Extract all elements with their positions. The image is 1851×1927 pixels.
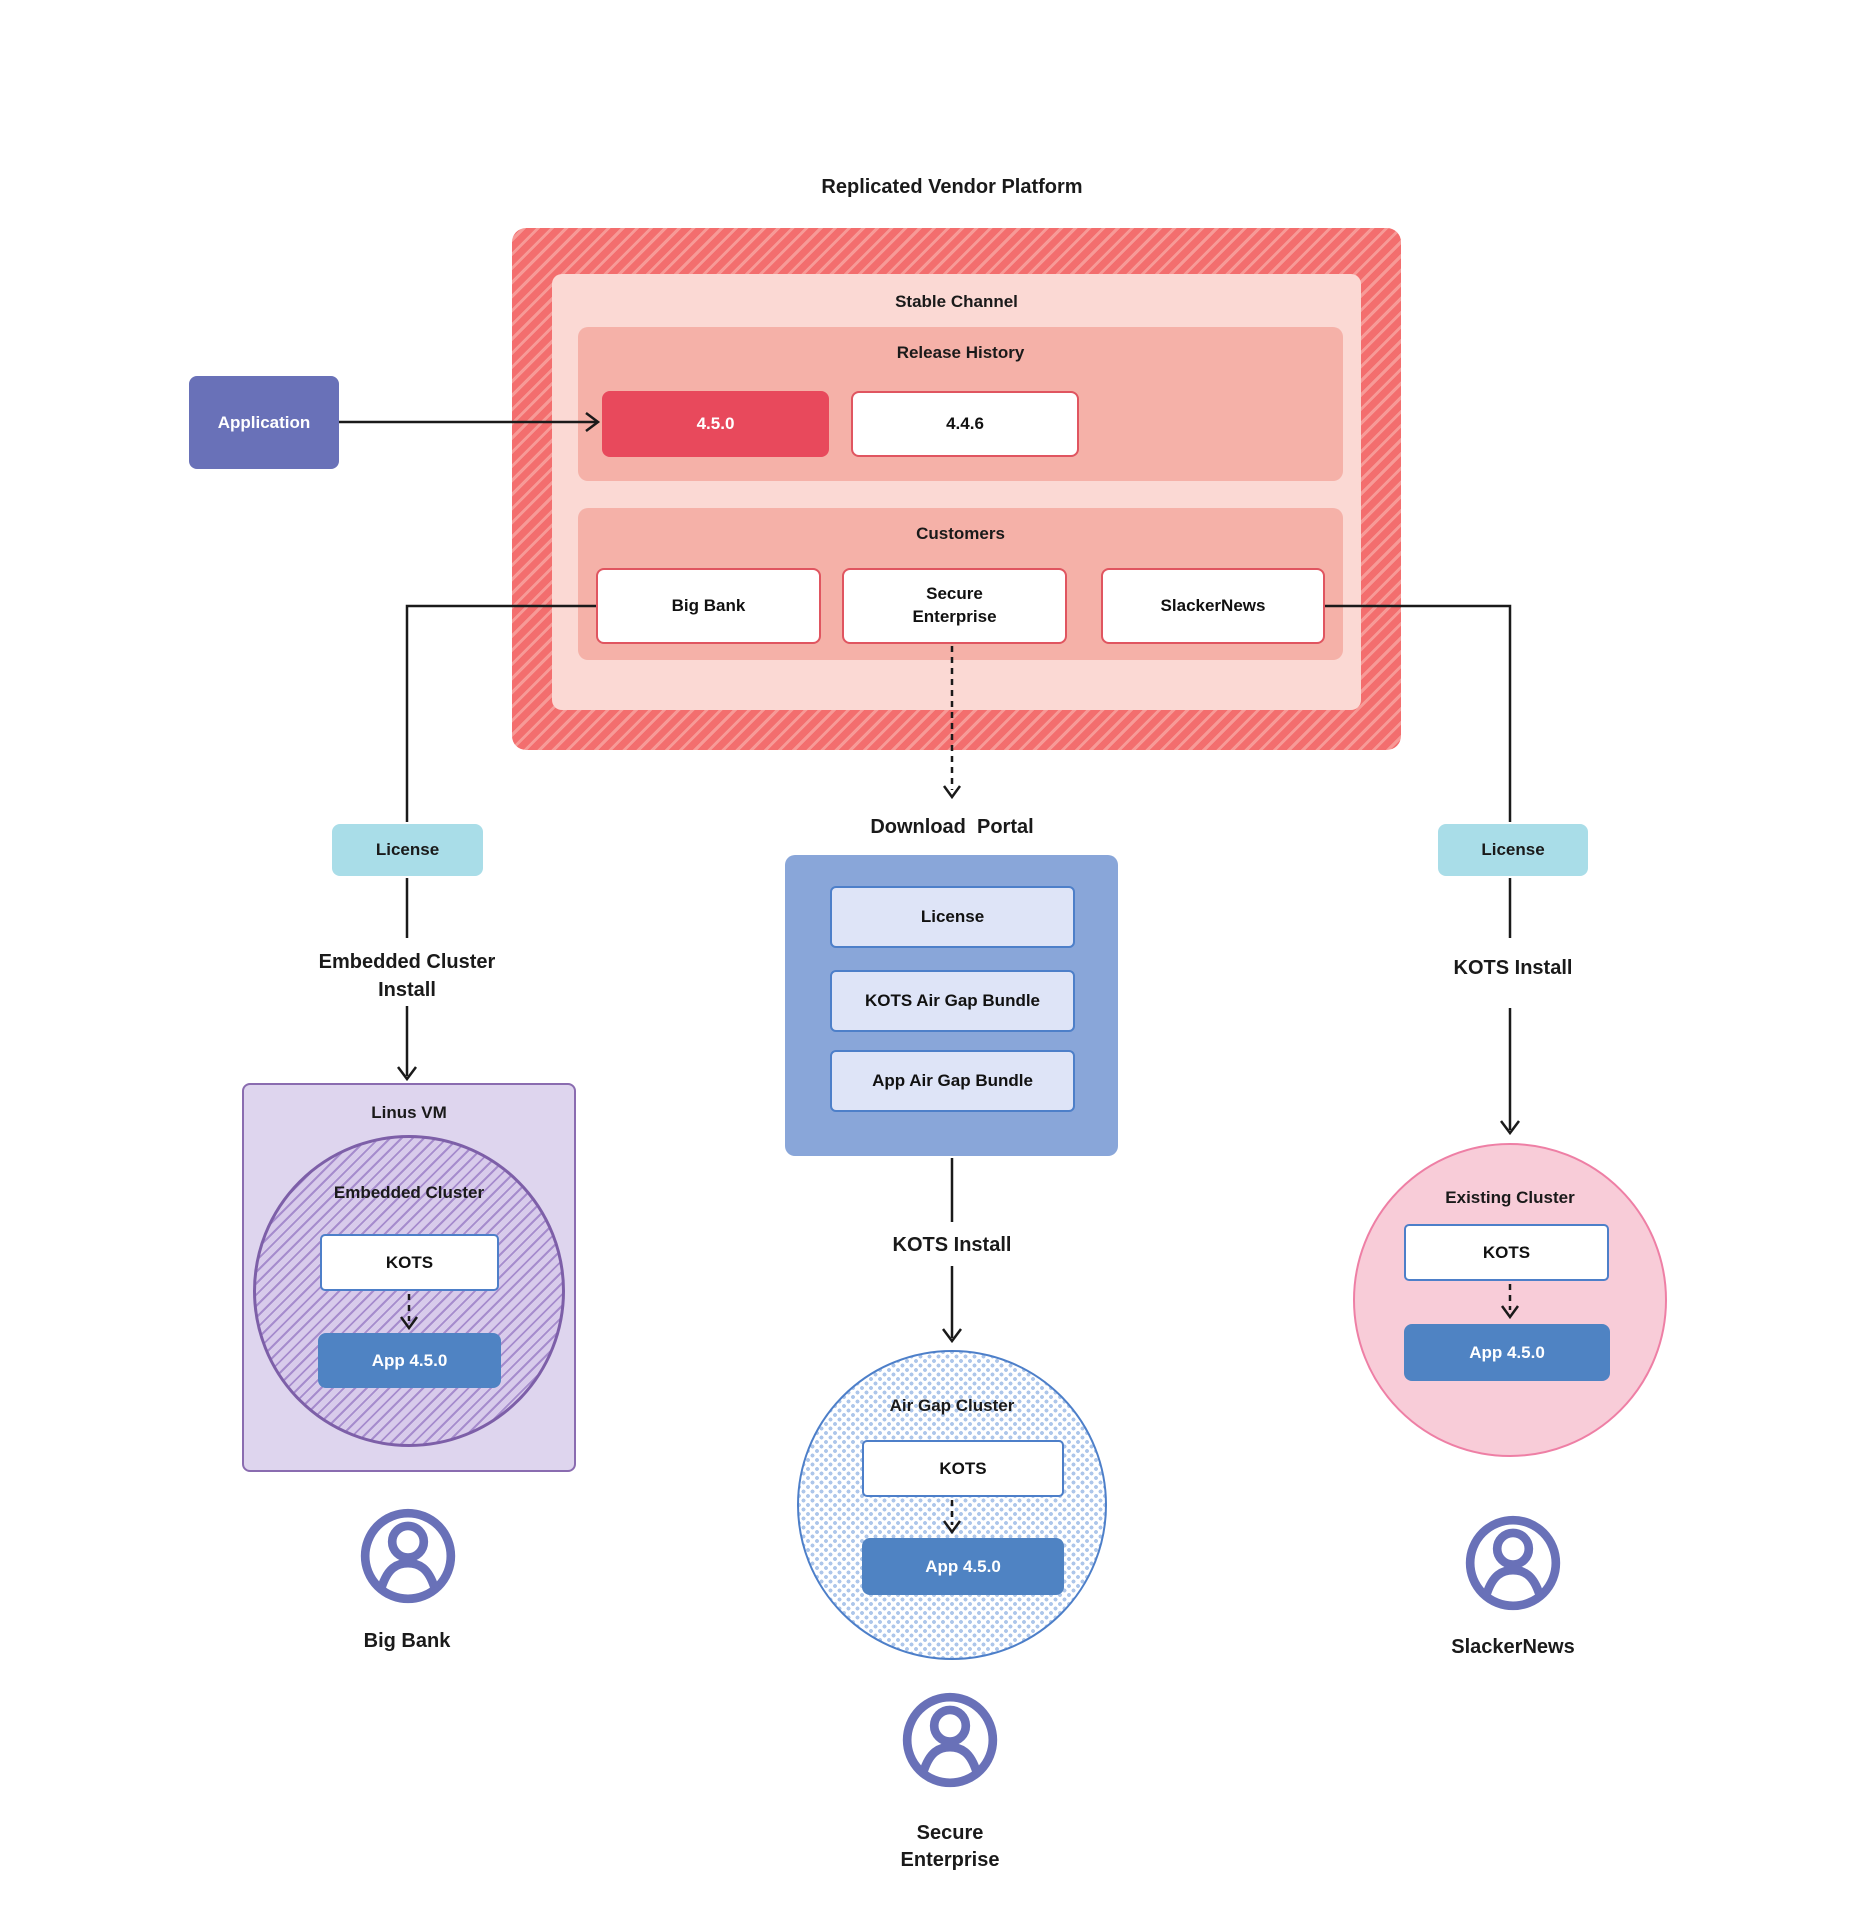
slackernews-user-icon: [1465, 1515, 1561, 1611]
slackernews-kots-install-label: KOTS Install: [1453, 957, 1573, 979]
portal-kots-airgap-bundle-box: KOTS Air Gap Bundle: [830, 970, 1075, 1032]
customer-slackernews: SlackerNews: [1101, 568, 1325, 644]
big-bank-persona-label: Big Bank: [363, 1630, 451, 1652]
air-gap-cluster-label: Air Gap Cluster: [889, 1396, 1015, 1415]
existing-app-box: App 4.5.0: [1404, 1324, 1610, 1381]
secure-enterprise-persona-label: Secure Enterprise: [900, 1822, 1000, 1871]
embedded-cluster-label: Embedded Cluster: [333, 1183, 485, 1202]
air-gap-kots-box: KOTS: [862, 1440, 1064, 1497]
customers-label: Customers: [916, 524, 1005, 543]
application-box: Application: [189, 376, 339, 469]
release-history-label: Release History: [896, 343, 1025, 362]
customer-big-bank: Big Bank: [596, 568, 821, 644]
secure-enterprise-kots-install-label: KOTS Install: [892, 1234, 1012, 1256]
arrowhead-vm: [397, 1066, 417, 1082]
portal-app-airgap-bundle-box: App Air Gap Bundle: [830, 1050, 1075, 1112]
big-bank-app-box: App 4.5.0: [318, 1333, 501, 1388]
big-bank-user-icon: [360, 1508, 456, 1604]
download-portal-label: Download Portal: [870, 816, 1034, 838]
diagram-title: Replicated Vendor Platform: [821, 176, 1083, 198]
arrowhead-portal: [942, 785, 962, 800]
release-4-5-0: 4.5.0: [602, 391, 829, 457]
secure-enterprise-user-icon: [902, 1692, 998, 1788]
air-gap-app-box: App 4.5.0: [862, 1538, 1064, 1595]
customer-secure-enterprise: Secure Enterprise: [842, 568, 1067, 644]
embedded-cluster-install-label: Embedded Cluster Install: [318, 951, 496, 1001]
arrowhead-airgap: [942, 1328, 962, 1344]
big-bank-license-box: License: [332, 824, 483, 876]
stable-channel-label: Stable Channel: [895, 292, 1018, 311]
embedded-cluster-circle: [253, 1135, 565, 1447]
portal-license-box: License: [830, 886, 1075, 948]
slackernews-license-box: License: [1438, 824, 1588, 876]
linus-vm-label: Linus VM: [371, 1103, 447, 1122]
existing-kots-box: KOTS: [1404, 1224, 1609, 1281]
arrowhead-existing: [1500, 1120, 1520, 1136]
release-4-4-6: 4.4.6: [851, 391, 1079, 457]
slackernews-persona-label: SlackerNews: [1451, 1636, 1575, 1658]
big-bank-kots-box: KOTS: [320, 1234, 499, 1291]
existing-cluster-label: Existing Cluster: [1445, 1188, 1575, 1207]
